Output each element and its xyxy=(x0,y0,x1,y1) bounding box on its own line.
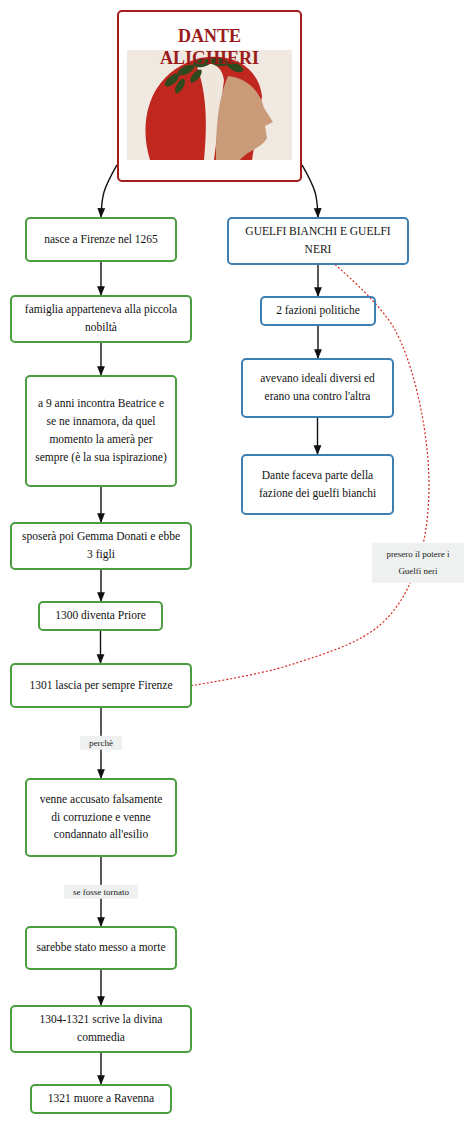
connector-arrow xyxy=(100,262,101,295)
node-text: venne accusato falsamente di corruzione … xyxy=(35,791,167,844)
node-text: GUELFI BIANCHI E GUELFI NERI xyxy=(237,223,399,259)
event-box: 1304-1321 scrive la divina commedia xyxy=(10,1005,192,1053)
map-title: DANTE ALIGHIERI xyxy=(127,26,292,69)
event-box: 1321 muore a Ravenna xyxy=(30,1084,172,1114)
connector-arrow xyxy=(100,631,101,663)
topic-box: Dante faceva parte della fazione dei gue… xyxy=(241,454,394,515)
node-text: 1300 diventa Priore xyxy=(55,607,146,625)
connector-arrow xyxy=(100,570,101,601)
edge-label: presero il potere i Guelfi neri xyxy=(372,543,464,583)
topic-box: 2 fazioni politiche xyxy=(260,296,376,326)
event-box: nasce a Firenze nel 1265 xyxy=(25,217,177,262)
edge-label: se fosse tornato xyxy=(64,884,138,898)
node-text: 1304-1321 scrive la divina commedia xyxy=(20,1011,182,1047)
connector-arrow xyxy=(317,265,318,296)
connector-arrow xyxy=(100,970,101,1005)
node-text: sarebbe stato messo a morte xyxy=(36,939,165,957)
event-box: famiglia apparteneva alla piccola nobilt… xyxy=(10,295,192,343)
node-text: a 9 anni incontra Beatrice e se ne innam… xyxy=(35,395,167,466)
event-box: sposerà poi Gemma Donati e ebbe 3 figli xyxy=(10,522,192,570)
connector-arrow xyxy=(302,165,318,217)
event-box: 1301 lascia per sempre Firenze xyxy=(10,663,192,708)
event-box: a 9 anni incontra Beatrice e se ne innam… xyxy=(25,375,177,487)
node-text: sposerà poi Gemma Donati e ebbe 3 figli xyxy=(20,528,182,564)
connector-arrow xyxy=(100,343,101,375)
connector-arrow xyxy=(317,418,318,454)
event-box: 1300 diventa Priore xyxy=(38,601,163,631)
node-text: 2 fazioni politiche xyxy=(276,302,360,320)
node-text: nasce a Firenze nel 1265 xyxy=(44,231,158,249)
topic-box: GUELFI BIANCHI E GUELFI NERI xyxy=(227,217,409,265)
node-text: 1301 lascia per sempre Firenze xyxy=(29,677,172,695)
connector-arrow xyxy=(100,487,101,522)
node-text: avevano ideali diversi ed erano una cont… xyxy=(251,370,384,406)
connector-arrow xyxy=(317,326,318,358)
event-box: venne accusato falsamente di corruzione … xyxy=(25,778,177,857)
event-box: sarebbe stato messo a morte xyxy=(25,926,177,970)
connector-arrow xyxy=(101,165,117,217)
connector-arrow xyxy=(100,1053,101,1084)
title-box: DANTE ALIGHIERI xyxy=(117,10,302,182)
edge-label: perchè xyxy=(80,736,122,750)
topic-box: avevano ideali diversi ed erano una cont… xyxy=(241,358,394,418)
node-text: famiglia apparteneva alla piccola nobilt… xyxy=(20,301,182,337)
node-text: Dante faceva parte della fazione dei gue… xyxy=(251,467,384,503)
node-text: 1321 muore a Ravenna xyxy=(48,1090,154,1108)
dashed-connector xyxy=(192,265,429,686)
portrait-face xyxy=(216,76,273,160)
